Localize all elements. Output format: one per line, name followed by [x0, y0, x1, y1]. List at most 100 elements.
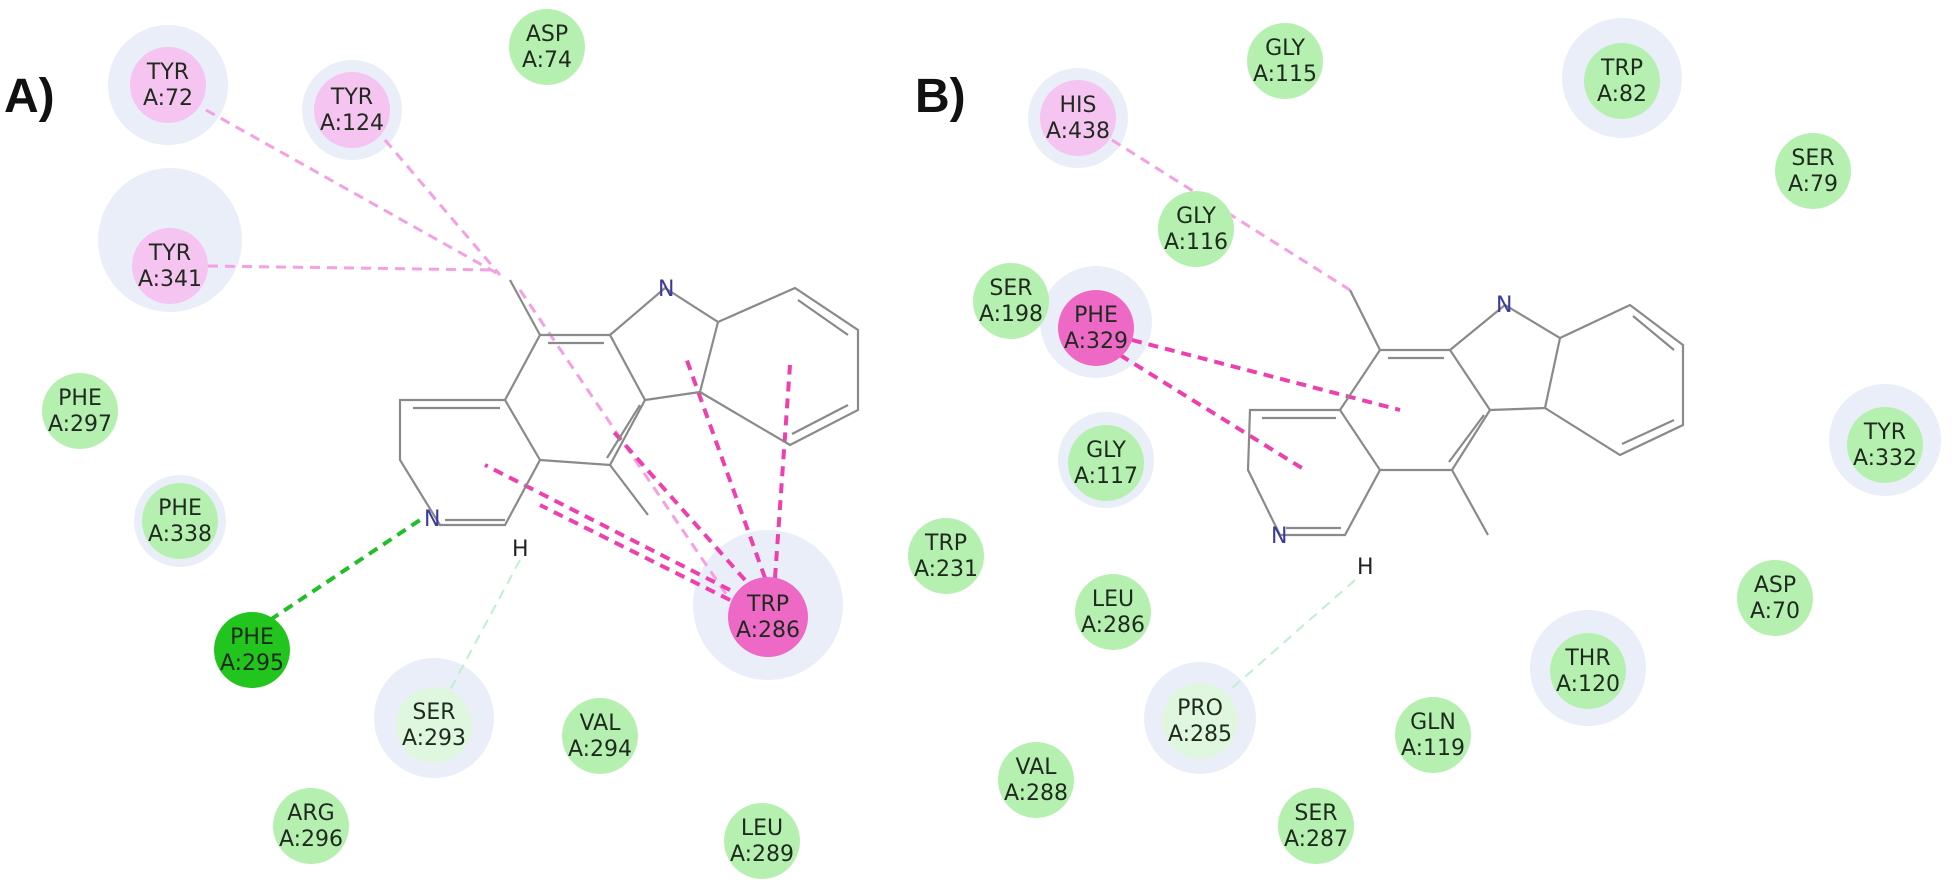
residue-number: A:79	[1788, 172, 1838, 197]
residue-number: A:295	[220, 651, 284, 676]
ligand-b	[1246, 289, 1685, 537]
pyridine-nitrogen-a: N	[424, 507, 440, 532]
residue-number: A:117	[1074, 464, 1138, 489]
residue-number: A:329	[1064, 329, 1128, 354]
interaction-line	[518, 289, 732, 601]
residue-disc	[1247, 23, 1323, 99]
residue-number: A:198	[979, 302, 1043, 327]
residue-number: A:438	[1046, 119, 1110, 144]
residue-name: PHE	[1074, 303, 1118, 328]
residue-number: A:338	[148, 522, 212, 547]
residue-name: TRP	[1600, 56, 1643, 81]
residue-number: A:288	[1004, 781, 1068, 806]
residue-disc	[1775, 133, 1851, 209]
residue-name: TRP	[746, 592, 789, 617]
residue-number: A:119	[1401, 736, 1465, 761]
residue-disc	[1075, 574, 1151, 650]
residue-number: A:116	[1164, 230, 1228, 255]
residue-disc	[973, 263, 1049, 339]
residue-name: VAL	[580, 711, 622, 736]
interaction-line	[773, 364, 792, 579]
residue-disc	[1395, 697, 1471, 773]
residue-phe-297: PHE A:297	[42, 373, 118, 449]
residue-number: A:296	[279, 827, 343, 852]
residue-val-288: VAL A:288	[998, 742, 1074, 818]
indole-nitrogen-a: N	[658, 277, 674, 302]
residue-name: LEU	[741, 816, 783, 841]
panel-a-label: A)	[4, 70, 55, 123]
residue-disc	[1068, 425, 1144, 501]
residue-name: GLN	[1410, 710, 1456, 735]
residue-gln-119: GLN A:119	[1395, 697, 1471, 773]
interaction-line	[1131, 338, 1401, 412]
residue-number: A:286	[1081, 613, 1145, 638]
interaction-line	[205, 108, 501, 277]
residue-number: A:294	[568, 737, 632, 762]
residue-val-294: VAL A:294	[562, 698, 638, 774]
residue-disc	[1040, 80, 1116, 156]
residue-number: A:332	[1853, 446, 1917, 471]
residue-number: A:115	[1253, 62, 1317, 87]
residue-disc	[1162, 683, 1238, 759]
residue-name: SER	[989, 276, 1032, 301]
interaction-line	[683, 354, 767, 579]
residue-asp-74: ASP A:74	[509, 9, 585, 85]
residue-name: TYR	[1863, 420, 1906, 445]
residue-disc	[273, 788, 349, 864]
residue-number: A:287	[1284, 827, 1348, 852]
residue-number: A:297	[48, 412, 112, 437]
residue-name: TRP	[924, 531, 967, 556]
residue-disc	[562, 698, 638, 774]
residue-number: A:82	[1597, 82, 1647, 107]
indole-nitrogen-b: N	[1496, 293, 1512, 318]
residue-leu-286: LEU A:286	[1075, 574, 1151, 650]
residue-disc	[509, 9, 585, 85]
residue-number: A:231	[914, 557, 978, 582]
residue-tyr-72: TYR A:72	[130, 47, 206, 123]
residue-trp-286: TRP A:286	[728, 577, 808, 657]
interaction-line	[268, 518, 422, 622]
residue-number: A:286	[736, 618, 800, 643]
residue-disc	[142, 483, 218, 559]
residue-name: SER	[1791, 146, 1834, 171]
residue-tyr-332: TYR A:332	[1847, 407, 1923, 483]
interaction-line	[1118, 353, 1307, 472]
residue-name: THR	[1564, 646, 1610, 671]
residue-disc	[1584, 43, 1660, 119]
residue-disc	[132, 228, 208, 304]
residue-gly-116: GLY A:116	[1158, 191, 1234, 267]
residue-ser-287: SER A:287	[1278, 788, 1354, 864]
residue-name: LEU	[1092, 587, 1134, 612]
residue-disc	[42, 373, 118, 449]
residue-disc	[1278, 788, 1354, 864]
pyridine-nitrogen-b: N	[1271, 524, 1287, 549]
residue-disc	[1158, 191, 1234, 267]
interaction-line	[207, 264, 496, 272]
residue-name: GLY	[1265, 36, 1305, 61]
residue-tyr-341: TYR A:341	[132, 228, 208, 304]
residue-name: VAL	[1016, 755, 1058, 780]
interaction-line	[484, 463, 731, 592]
residue-name: PHE	[58, 386, 102, 411]
residue-disc	[130, 47, 206, 123]
residue-disc	[728, 577, 808, 657]
residue-thr-120: THR A:120	[1550, 633, 1626, 709]
residue-name: SER	[412, 700, 455, 725]
residue-disc	[1058, 290, 1134, 366]
residue-name: ASP	[526, 22, 568, 47]
residue-number: A:289	[730, 842, 794, 867]
residue-disc	[314, 72, 390, 148]
residue-name: PHE	[158, 496, 202, 521]
residue-gly-115: GLY A:115	[1247, 23, 1323, 99]
residue-name: SER	[1294, 801, 1337, 826]
hydrogen-atom-b: H	[1357, 555, 1374, 580]
panel-b-label: B)	[915, 70, 966, 123]
residue-name: GLY	[1086, 438, 1126, 463]
residue-disc	[998, 742, 1074, 818]
residue-phe-338: PHE A:338	[142, 483, 218, 559]
residue-disc	[214, 612, 290, 688]
residue-tyr-124: TYR A:124	[314, 72, 390, 148]
residue-name: TYR	[146, 60, 189, 85]
ligand-a	[398, 279, 860, 527]
